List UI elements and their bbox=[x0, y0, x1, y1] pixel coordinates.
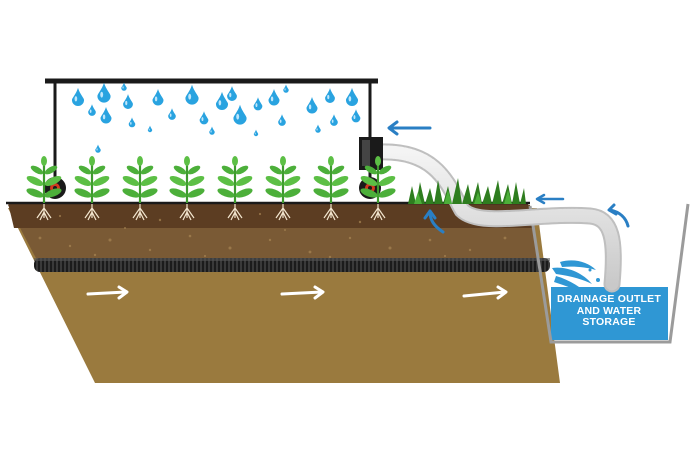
drop-highlight bbox=[96, 148, 98, 151]
plant-icon bbox=[26, 156, 62, 203]
flow-arrow-icon bbox=[423, 209, 445, 234]
drop-highlight bbox=[154, 96, 158, 102]
plant-icon bbox=[122, 156, 158, 203]
hose bbox=[371, 143, 622, 293]
drop-highlight bbox=[89, 109, 92, 113]
water-drop-icon bbox=[345, 87, 359, 107]
water-drop-icon bbox=[330, 114, 338, 126]
flow-arrow-icon bbox=[86, 285, 129, 300]
flow-arrow-icon bbox=[462, 285, 508, 300]
water-drop-icon bbox=[152, 89, 164, 106]
soil-profile bbox=[6, 201, 560, 383]
water-drop-icon bbox=[227, 86, 237, 101]
water-drop-icon bbox=[351, 109, 361, 123]
drop-highlight bbox=[327, 94, 330, 100]
plant-icon bbox=[313, 156, 349, 203]
plant-roots bbox=[36, 204, 386, 221]
water-drop-icon bbox=[315, 124, 321, 133]
water-drop-icon bbox=[185, 84, 199, 105]
water-drop-icon bbox=[95, 144, 101, 153]
plant-icon bbox=[169, 156, 205, 203]
drop-highlight bbox=[130, 121, 132, 125]
water-drop-icon bbox=[128, 117, 136, 128]
drop-highlight bbox=[102, 114, 106, 120]
water-drop-icon bbox=[199, 111, 209, 125]
drop-highlight bbox=[353, 115, 356, 120]
water-drop-icon bbox=[233, 104, 247, 125]
storage-label: DRAINAGE OUTLET AND WATER STORAGE bbox=[557, 293, 661, 328]
drop-highlight bbox=[169, 113, 172, 117]
drop-highlight bbox=[279, 119, 282, 123]
drop-highlight bbox=[270, 96, 274, 102]
drop-highlight bbox=[229, 92, 232, 98]
water-drop-icon bbox=[325, 88, 335, 103]
water-drop-icon bbox=[215, 91, 229, 111]
blue-flow-arrows bbox=[387, 120, 630, 234]
drop-highlight bbox=[236, 113, 240, 120]
drop-highlight bbox=[148, 128, 150, 131]
water-splash bbox=[552, 260, 600, 296]
grass-clump bbox=[408, 178, 526, 204]
drop-highlight bbox=[284, 88, 286, 91]
water-drop-icon bbox=[306, 97, 318, 114]
plant-icon bbox=[74, 156, 110, 203]
drop-highlight bbox=[316, 128, 318, 131]
water-drop-icon bbox=[268, 89, 280, 106]
flow-arrow-icon bbox=[535, 193, 565, 205]
drain-pipe bbox=[34, 258, 550, 272]
soil-speckles bbox=[38, 212, 507, 259]
drop-highlight bbox=[122, 86, 124, 89]
flow-arrow-icon bbox=[280, 285, 325, 300]
subsoil-flow-arrows bbox=[86, 285, 508, 300]
stored-water bbox=[551, 287, 668, 340]
drop-highlight bbox=[255, 103, 258, 108]
water-drop-icon bbox=[123, 94, 133, 109]
plant-icon bbox=[360, 156, 396, 203]
plant-row bbox=[26, 156, 396, 203]
water-drop-icon bbox=[253, 129, 259, 137]
water-drop-icon bbox=[100, 107, 112, 124]
water-drop-icon bbox=[168, 108, 176, 120]
drop-highlight bbox=[125, 100, 128, 106]
drop-highlight bbox=[188, 93, 192, 100]
drop-highlight bbox=[210, 130, 212, 133]
tank-wall bbox=[528, 203, 690, 344]
drop-highlight bbox=[218, 100, 222, 106]
water-drop-icon bbox=[121, 82, 127, 91]
water-drop-icon bbox=[253, 97, 263, 111]
water-drop-icon bbox=[71, 87, 85, 107]
drop-highlight bbox=[74, 96, 78, 102]
drop-highlight bbox=[100, 91, 104, 98]
drop-highlight bbox=[201, 117, 204, 122]
plant-icon bbox=[217, 156, 253, 203]
drop-highlight bbox=[348, 96, 352, 102]
water-drop-icon bbox=[278, 114, 286, 126]
flow-arrow-icon bbox=[607, 203, 630, 228]
water-drop-icon bbox=[97, 82, 111, 103]
water-drop-icon bbox=[209, 126, 215, 135]
water-drop-icon bbox=[88, 104, 96, 116]
water-drop-icon bbox=[147, 125, 153, 133]
drop-highlight bbox=[254, 132, 256, 135]
drop-highlight bbox=[308, 104, 312, 110]
drop-highlight bbox=[331, 119, 334, 123]
plant-icon bbox=[265, 156, 301, 203]
water-storage-tank bbox=[528, 203, 690, 344]
water-drops bbox=[71, 82, 361, 153]
flow-arrow-icon bbox=[387, 120, 432, 136]
water-drop-icon bbox=[283, 84, 289, 93]
